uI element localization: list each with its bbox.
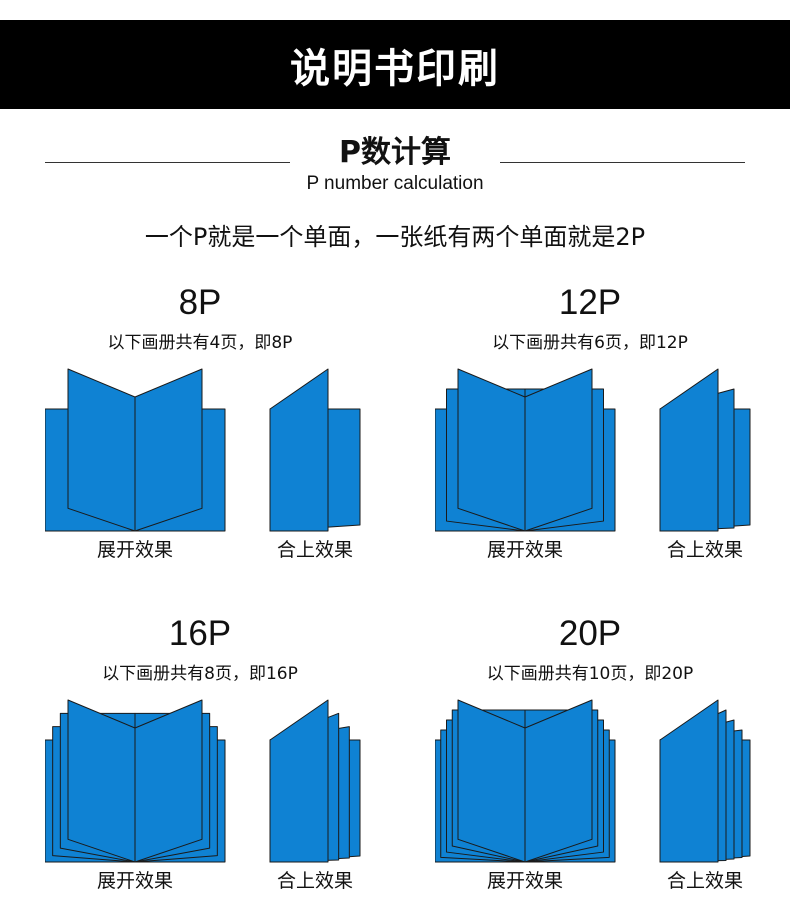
open-page-right bbox=[524, 699, 593, 863]
closed-page bbox=[269, 699, 329, 863]
panel-heading: 12P bbox=[558, 283, 622, 322]
banner-title: 说明书印刷 bbox=[290, 45, 500, 92]
closed-caption: 合上效果 bbox=[666, 539, 743, 561]
booklet-illustration bbox=[45, 699, 361, 863]
open-caption: 展开效果 bbox=[486, 870, 563, 892]
open-page-left bbox=[67, 699, 136, 863]
open-caption: 展开效果 bbox=[486, 539, 563, 561]
panel-note: 以下画册共有10页，即20P bbox=[486, 664, 694, 684]
open-page-right bbox=[524, 368, 593, 532]
open-page-left bbox=[457, 368, 526, 532]
closed-caption: 合上效果 bbox=[276, 870, 353, 892]
closed-page bbox=[659, 699, 719, 863]
panel-12p: 12P 以下画册共有6页，即12P 展开效果 合上效果 bbox=[435, 283, 790, 583]
open-caption: 展开效果 bbox=[96, 539, 173, 561]
open-page-left bbox=[67, 368, 136, 532]
left-divider bbox=[45, 162, 290, 163]
closed-page bbox=[269, 368, 329, 532]
section-subtitle: P number calculation bbox=[306, 173, 484, 194]
panel-note: 以下画册共有8页，即16P bbox=[102, 664, 298, 684]
panel-heading: 16P bbox=[168, 614, 232, 653]
panel-8p: 8P 以下画册共有4页，即8P 展开效果 合上效果 bbox=[45, 283, 405, 583]
title-banner: 说明书印刷 bbox=[0, 20, 790, 109]
open-page-right bbox=[134, 699, 203, 863]
section-title: P数计算 bbox=[339, 135, 451, 170]
closed-caption: 合上效果 bbox=[276, 539, 353, 561]
booklet-illustration bbox=[435, 368, 751, 532]
booklet-illustration bbox=[45, 368, 361, 532]
closed-caption: 合上效果 bbox=[666, 870, 743, 892]
open-caption: 展开效果 bbox=[96, 870, 173, 892]
panel-16p: 16P 以下画册共有8页，即16P 展开效果 合上效果 bbox=[45, 614, 405, 914]
open-page-left bbox=[457, 699, 526, 863]
panel-note: 以下画册共有6页，即12P bbox=[492, 333, 688, 353]
right-divider bbox=[500, 162, 745, 163]
panel-heading: 20P bbox=[558, 614, 622, 653]
panel-20p: 20P 以下画册共有10页，即20P 展开效果 合上效果 bbox=[435, 614, 790, 914]
open-page-right bbox=[134, 368, 203, 532]
booklet-illustration bbox=[435, 699, 751, 863]
panel-note: 以下画册共有4页，即8P bbox=[107, 333, 293, 353]
panel-heading: 8P bbox=[178, 283, 222, 322]
description: 一个P就是一个单面，一张纸有两个单面就是2P bbox=[144, 223, 646, 251]
closed-page bbox=[659, 368, 719, 532]
